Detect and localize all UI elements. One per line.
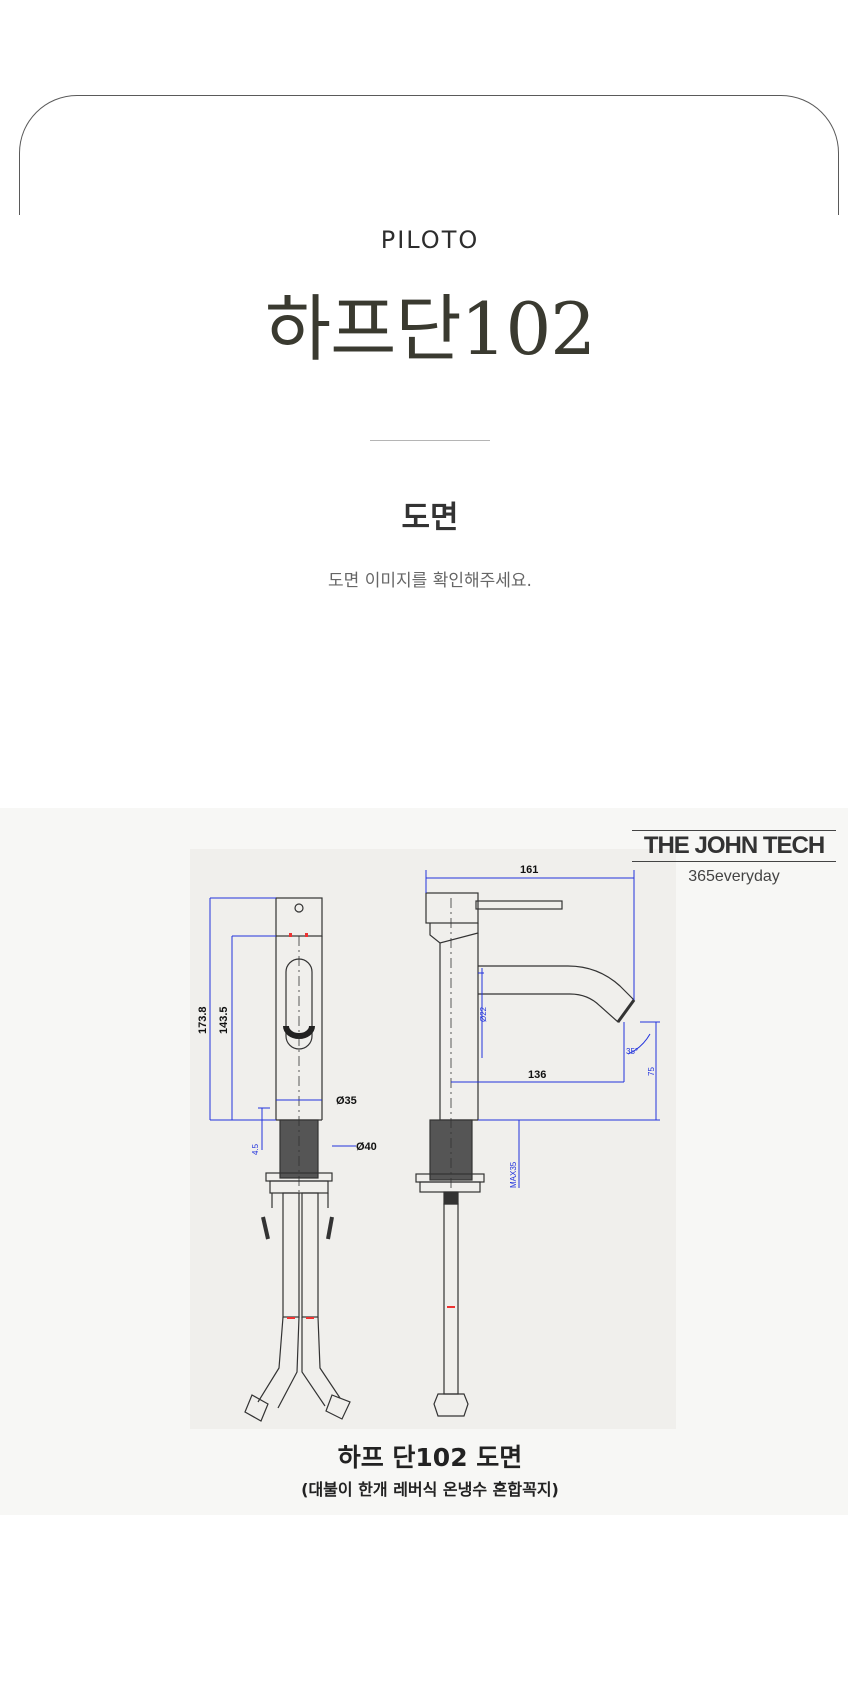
dim-22: Ø22: [479, 1006, 488, 1022]
front-hose-left: [257, 1316, 300, 1409]
dimension-labels: 161 173.8 143.5 Ø35 Ø40 136 4.5 Ø22 35° …: [197, 864, 656, 1188]
top-arc-frame: [19, 95, 839, 215]
dim-4-5: 4.5: [251, 1143, 260, 1155]
front-lever-hole: [294, 903, 304, 913]
side-thread: [429, 1119, 473, 1181]
drawing-caption: 하프 단102 도면: [337, 1443, 523, 1472]
logo-bottom-line: [632, 861, 836, 862]
dim-35: Ø35: [336, 1095, 357, 1107]
technical-drawing-panel: THE JOHN TECH 365everyday: [0, 808, 848, 1515]
logo-sub-text: 365everyday: [688, 868, 780, 885]
dim-173-8: 173.8: [197, 1006, 209, 1034]
section-description: 도면 이미지를 확인해주세요.: [328, 571, 532, 591]
faucet-drawing: [209, 870, 660, 1422]
section-title: 도면: [401, 500, 459, 536]
divider: [370, 440, 490, 441]
company-logo: THE JOHN TECH 365everyday: [632, 830, 836, 886]
dim-40: Ø40: [356, 1141, 377, 1153]
dim-143-5: 143.5: [218, 1006, 230, 1034]
side-lever: [425, 892, 479, 924]
front-hose-right: [301, 1316, 341, 1407]
side-handle: [475, 900, 563, 910]
dim-35deg: 35°: [626, 1047, 638, 1056]
front-spout: [285, 958, 313, 1050]
dim-136: 136: [528, 1069, 546, 1081]
dim-max35: MAX35: [509, 1161, 518, 1188]
dim-161: 161: [520, 864, 538, 876]
brand-name: PILOTO: [380, 226, 480, 254]
logo-main-text: THE JOHN TECH: [643, 832, 825, 859]
drawing-caption-sub: (대불이 한개 레버식 온냉수 혼합꼭지): [301, 1480, 559, 1499]
logo-top-line: [632, 830, 836, 831]
product-title: 하프단102: [264, 287, 596, 371]
dim-75: 75: [647, 1067, 656, 1076]
